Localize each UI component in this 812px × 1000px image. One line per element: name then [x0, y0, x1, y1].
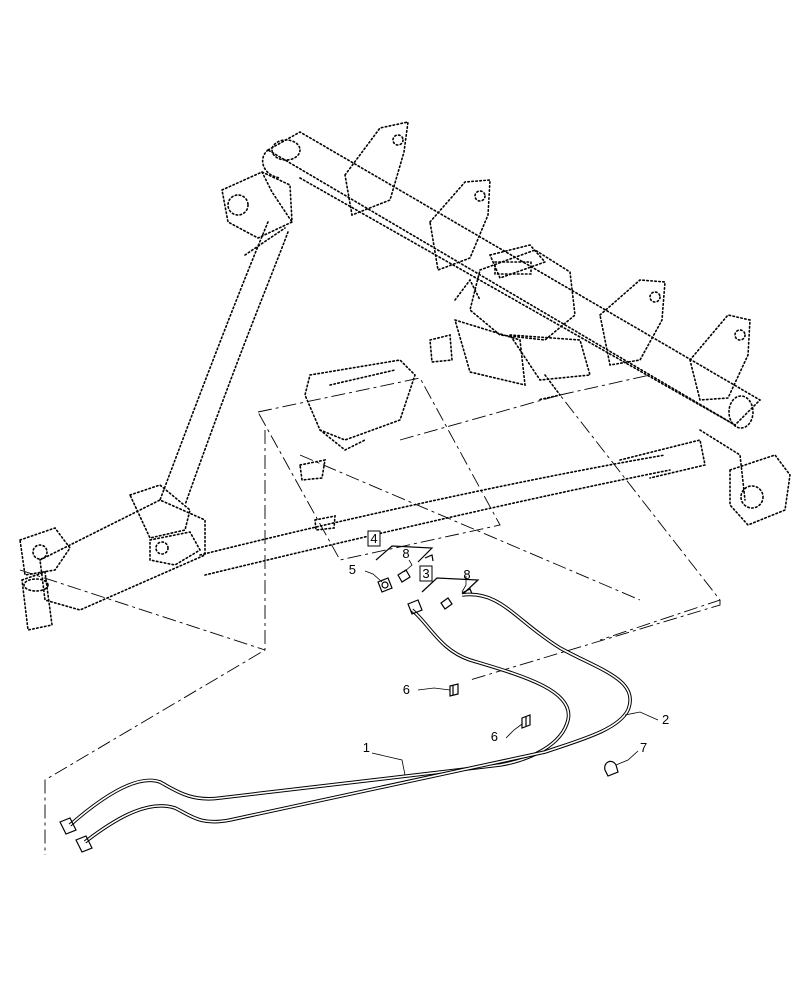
- phantom-outline-left: [19, 377, 501, 855]
- right-drawbar-arm: [199, 439, 706, 576]
- coupler-8-lower: [440, 588, 474, 610]
- rear-axle-beam: [261, 131, 762, 429]
- hydraulic-hose-1: [59, 599, 571, 835]
- callout-5: 5: [349, 562, 356, 577]
- kit-bracket-3: [421, 577, 480, 595]
- callouts: 1 2 3 4 5 6 6 7 8 8: [349, 530, 669, 755]
- callout-3: 3: [422, 566, 429, 581]
- callout-2: 2: [662, 712, 669, 727]
- coupler-8-upper: [397, 554, 434, 583]
- left-drawbar-arm: [159, 221, 289, 506]
- callout-8-lower: 8: [463, 567, 470, 582]
- center-gearbox: [453, 244, 592, 401]
- right-mount-bracket: [699, 429, 791, 526]
- hose-clip-6-lower: [521, 714, 531, 729]
- callout-7: 7: [640, 740, 647, 755]
- upright-plates: [344, 120, 751, 401]
- hitch-tongue: [19, 484, 206, 631]
- callout-1: 1: [363, 740, 370, 755]
- hose-clip-6-upper: [449, 683, 459, 697]
- callout-3-box: [419, 565, 433, 582]
- adapter-fitting-5: [377, 577, 393, 593]
- callout-6-upper: 6: [403, 682, 410, 697]
- leader-lines: [364, 559, 659, 776]
- callout-6-lower: 6: [491, 729, 498, 744]
- phantom-outline-right: [299, 374, 721, 681]
- callout-4-box: [367, 530, 381, 547]
- hydraulic-hose-2: [75, 592, 632, 853]
- callout-4: 4: [370, 531, 377, 546]
- kit-bracket-4: [375, 545, 434, 563]
- callout-8-upper: 8: [402, 546, 409, 561]
- center-frame-section: [299, 278, 481, 531]
- left-mount-bracket: [221, 171, 293, 239]
- cable-tie-7: [604, 760, 619, 777]
